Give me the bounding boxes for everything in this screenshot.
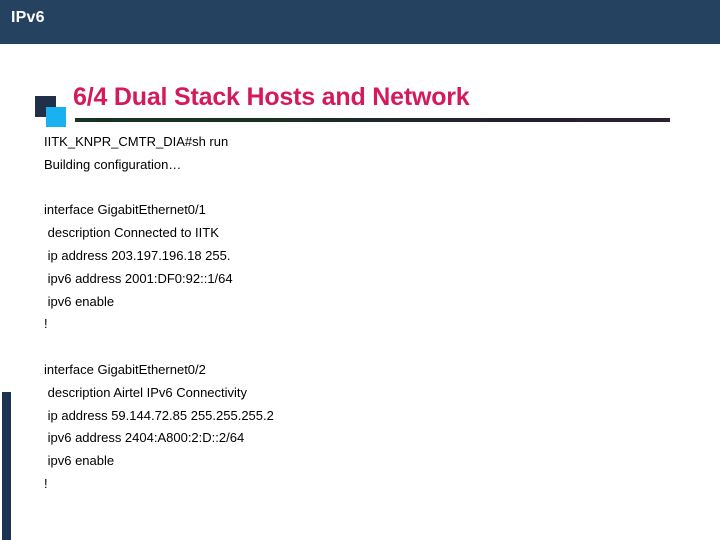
config-line: interface GigabitEthernet0/2 — [44, 361, 206, 377]
slide-title-block: 6/4 Dual Stack Hosts and Network — [0, 82, 720, 130]
config-line: ipv6 address 2001:DF0:92::1/64 — [44, 270, 233, 286]
config-line: ipv6 enable — [44, 453, 115, 469]
decorative-cyan-square-icon — [46, 107, 66, 127]
title-underline-rule — [75, 118, 670, 122]
config-blank-line — [44, 177, 604, 200]
config-line: Building configuration… — [44, 156, 182, 172]
left-accent-bar — [2, 392, 11, 540]
slide-banner: IPv6 — [0, 0, 720, 44]
config-line: ! — [44, 316, 48, 332]
config-line: description Connected to IITK — [44, 225, 219, 241]
config-line: ipv6 address 2404:A800:2:D::2/64 — [44, 430, 245, 446]
config-line: ! — [44, 475, 48, 491]
banner-title: IPv6 — [11, 9, 45, 26]
config-line: ip address 203.197.196.18 255. — [44, 247, 231, 263]
page-title: 6/4 Dual Stack Hosts and Network — [73, 83, 470, 111]
config-line: description Airtel IPv6 Connectivity — [44, 384, 248, 400]
config-line: ipv6 enable — [44, 293, 115, 309]
config-line: interface GigabitEthernet0/1 — [44, 202, 206, 218]
config-line: IITK_KNPR_CMTR_DIA#sh run — [44, 134, 229, 149]
config-line: ip address 59.144.72.85 255.255.255.2 — [44, 407, 274, 423]
config-blank-line — [44, 336, 604, 359]
